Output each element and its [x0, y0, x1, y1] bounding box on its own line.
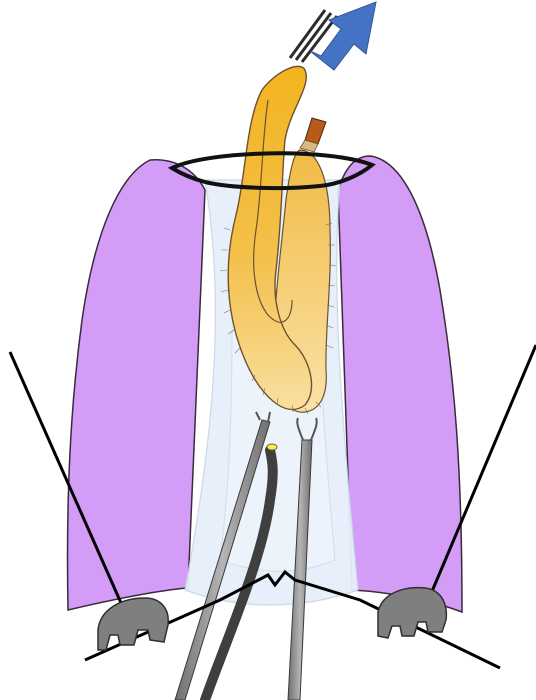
right-lung [338, 156, 462, 612]
trocar-icon [98, 598, 168, 650]
electrocautery-icon [300, 118, 326, 152]
trocar-icon [378, 588, 446, 638]
left-lung [68, 160, 205, 610]
